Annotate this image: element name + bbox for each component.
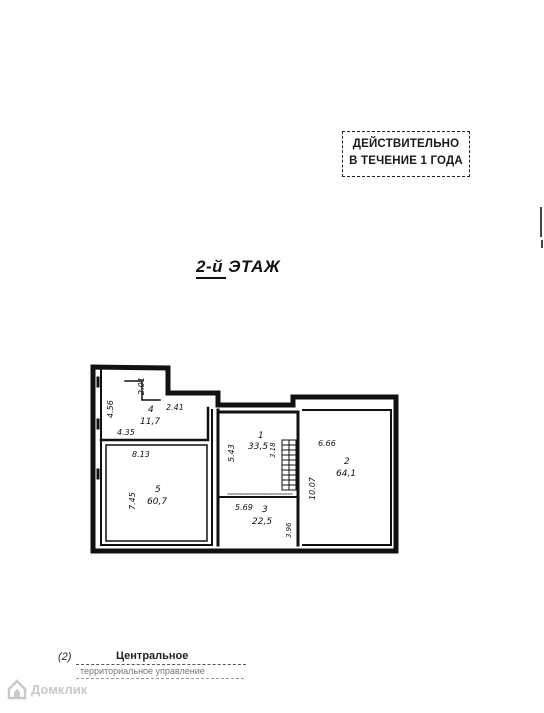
stamp-line-1: ДЕЙСТВИТЕЛЬНО [352, 138, 460, 150]
dim-6-66: 6.66 [318, 439, 336, 448]
dim-2-41: 2.41 [166, 403, 184, 412]
room-2-number: 2 [344, 457, 350, 467]
dim-4-35: 4.35 [117, 428, 135, 437]
office-name: Центральное [116, 650, 189, 662]
window-marks [96, 376, 398, 553]
outer-wall [90, 364, 399, 554]
room1-walls [216, 408, 300, 547]
floor-title-underline [196, 277, 226, 279]
room5-inner [105, 444, 208, 542]
room-2-area: 64,1 [336, 469, 356, 479]
room-1-area: 33,5 [248, 442, 268, 452]
office-underline-2 [76, 678, 244, 679]
validity-stamp: ДЕЙСТВИТЕЛЬНО В ТЕЧЕНИЕ 1 ГОДА [342, 131, 470, 177]
dim-8-13: 8.13 [132, 450, 150, 459]
dim-3-96: 3.96 [285, 522, 293, 538]
room-1-number: 1 [258, 431, 264, 441]
office-underline-1 [76, 664, 246, 665]
office-subtitle: территориальное управление [80, 666, 205, 676]
dim-2-01: 2.01 [137, 377, 146, 395]
watermark: Домклик [6, 676, 87, 702]
watermark-text: Домклик [31, 681, 88, 697]
room2-walls [302, 409, 392, 546]
room4-divider [124, 380, 161, 401]
dim-7-45: 7.45 [128, 492, 137, 510]
scan-edge-mark [541, 240, 543, 248]
room-4-number: 4 [148, 405, 154, 415]
room-5-number: 5 [155, 485, 161, 495]
office-code: (2) [58, 651, 72, 663]
dim-4-56: 4.56 [106, 400, 115, 418]
office-stamp: (2) Центральное территориальное управлен… [58, 648, 248, 693]
room-4-area: 11,7 [140, 417, 160, 427]
room-3-area: 22,5 [252, 517, 272, 527]
dim-5-43: 5.43 [227, 444, 236, 462]
dim-10-07: 10.07 [308, 476, 317, 500]
room-5-area: 60,7 [147, 497, 167, 507]
room4-walls [99, 406, 210, 442]
stamp-line-2: В ТЕЧЕНИЕ 1 ГОДА [349, 155, 463, 167]
floor-title: 2-й ЭТАЖ [196, 257, 280, 279]
staircase [281, 439, 297, 491]
inner-wall-left [100, 367, 213, 546]
scan-edge-mark [540, 207, 542, 237]
room-3-number: 3 [262, 505, 268, 515]
dim-5-69: 5.69 [235, 503, 253, 512]
domclick-logo-icon [6, 678, 28, 700]
dim-3-18: 3.18 [269, 442, 277, 458]
